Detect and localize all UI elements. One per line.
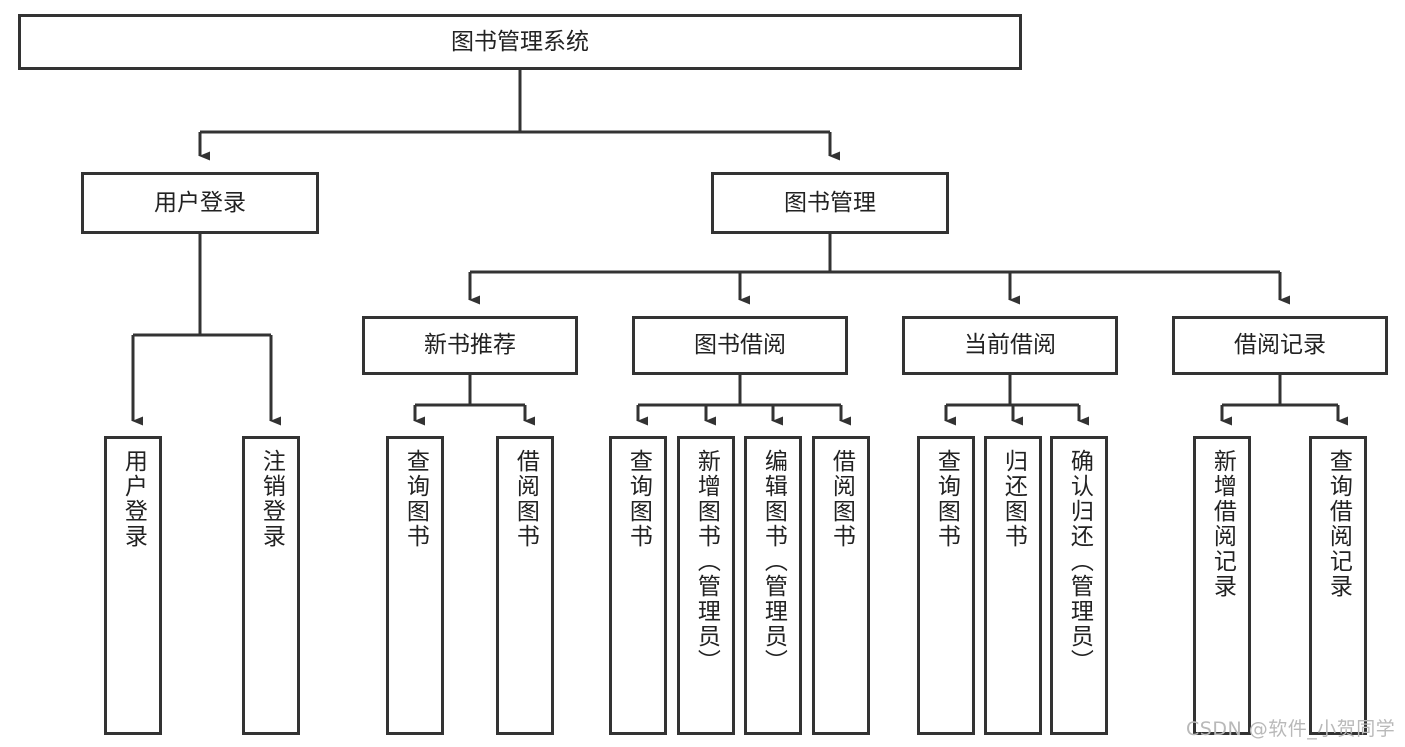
node-leaf-query-record[interactable]: 查询借阅记录 — [1309, 436, 1367, 735]
node-leaf-query-book-1[interactable]: 查询图书 — [386, 436, 444, 735]
csdn-watermark: CSDN @软件_小贺同学 — [1186, 718, 1396, 740]
node-user-login[interactable]: 用户登录 — [81, 172, 319, 234]
node-leaf-query-book-3-label: 查询图书 — [933, 449, 960, 549]
node-leaf-return-book[interactable]: 归还图书 — [984, 436, 1042, 735]
node-leaf-logout-label: 注销登录 — [258, 449, 285, 549]
node-new-book-recommend[interactable]: 新书推荐 — [362, 316, 578, 375]
node-book-manage-label: 图书管理 — [784, 189, 876, 216]
node-leaf-confirm-return[interactable]: 确认归还（管理员） — [1050, 436, 1108, 735]
node-leaf-query-book-3[interactable]: 查询图书 — [917, 436, 975, 735]
node-leaf-query-book-2-label: 查询图书 — [625, 449, 652, 549]
node-root[interactable]: 图书管理系统 — [18, 14, 1022, 70]
node-book-manage[interactable]: 图书管理 — [711, 172, 949, 234]
node-leaf-add-record[interactable]: 新增借阅记录 — [1193, 436, 1251, 735]
node-leaf-edit-book[interactable]: 编辑图书（管理员） — [744, 436, 802, 735]
node-leaf-borrow-book-2-label: 借阅图书 — [828, 449, 855, 549]
node-leaf-user-login[interactable]: 用户登录 — [104, 436, 162, 735]
node-leaf-borrow-book-1-label: 借阅图书 — [512, 449, 539, 549]
node-leaf-add-book[interactable]: 新增图书（管理员） — [677, 436, 735, 735]
node-leaf-edit-book-label: 编辑图书（管理员） — [760, 449, 787, 674]
node-root-label: 图书管理系统 — [451, 28, 589, 55]
node-leaf-add-book-label: 新增图书（管理员） — [693, 449, 720, 674]
node-leaf-borrow-book-2[interactable]: 借阅图书 — [812, 436, 870, 735]
node-new-book-recommend-label: 新书推荐 — [424, 332, 516, 359]
node-leaf-confirm-return-label: 确认归还（管理员） — [1066, 449, 1093, 674]
node-leaf-query-book-1-label: 查询图书 — [402, 449, 429, 549]
node-borrow-record-label: 借阅记录 — [1234, 332, 1326, 359]
node-current-borrow-label: 当前借阅 — [964, 332, 1056, 359]
node-book-borrow[interactable]: 图书借阅 — [632, 316, 848, 375]
node-user-login-label: 用户登录 — [154, 189, 246, 216]
node-leaf-query-book-2[interactable]: 查询图书 — [609, 436, 667, 735]
node-leaf-add-record-label: 新增借阅记录 — [1209, 449, 1236, 599]
node-leaf-user-login-label: 用户登录 — [120, 449, 147, 549]
node-book-borrow-label: 图书借阅 — [694, 332, 786, 359]
node-leaf-query-record-label: 查询借阅记录 — [1325, 449, 1352, 599]
node-borrow-record[interactable]: 借阅记录 — [1172, 316, 1388, 375]
node-leaf-logout[interactable]: 注销登录 — [242, 436, 300, 735]
node-current-borrow[interactable]: 当前借阅 — [902, 316, 1118, 375]
node-leaf-borrow-book-1[interactable]: 借阅图书 — [496, 436, 554, 735]
node-leaf-return-book-label: 归还图书 — [1000, 449, 1027, 549]
